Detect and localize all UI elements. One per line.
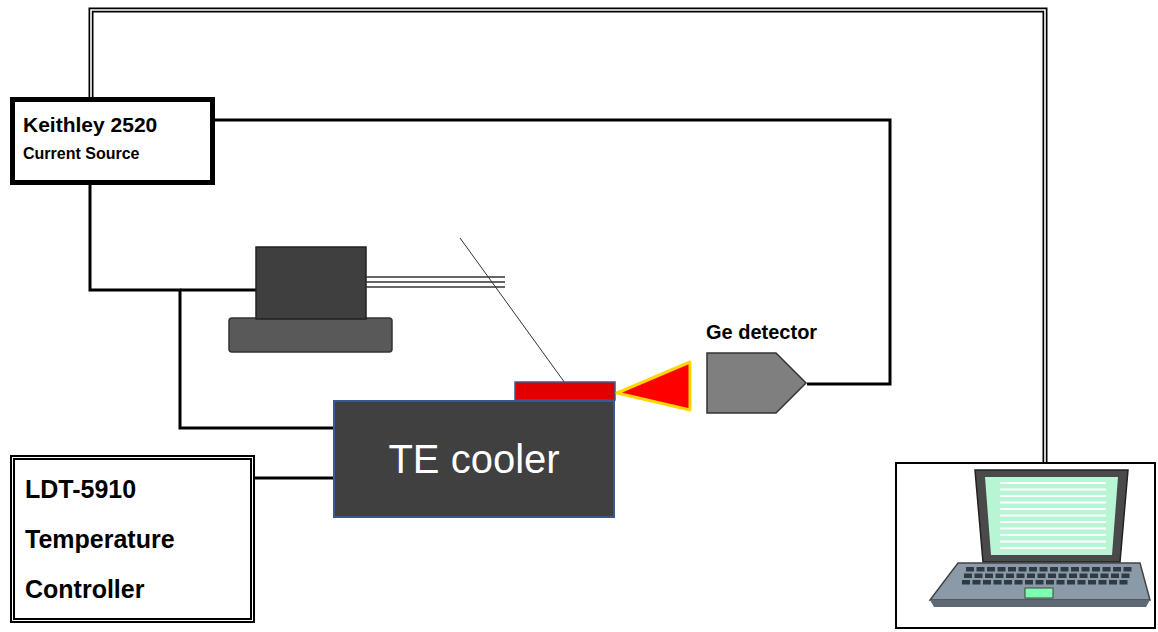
key — [1078, 580, 1086, 585]
screen-line — [1000, 547, 1106, 549]
key — [1004, 580, 1012, 585]
stage-base — [229, 318, 392, 352]
screen-line — [1000, 488, 1106, 490]
screen-line — [1000, 514, 1106, 516]
key — [1111, 574, 1119, 579]
key — [977, 567, 985, 572]
key — [1036, 580, 1044, 585]
key — [1017, 574, 1025, 579]
current-source-box: Keithley 2520Current Source — [10, 97, 215, 185]
laptop-screen — [985, 477, 1118, 555]
key — [996, 574, 1004, 579]
laser-beam — [617, 362, 690, 410]
node-label: Keithley 2520 — [23, 111, 202, 139]
node-label: Ge detector — [706, 320, 836, 344]
temperature-controller-box: LDT-5910 Temperature Controller — [10, 455, 255, 623]
key — [1122, 574, 1130, 579]
key — [1006, 574, 1014, 579]
screen-line — [1000, 521, 1106, 523]
laser-chip — [515, 382, 615, 400]
detector-body — [706, 352, 808, 416]
key — [994, 580, 1002, 585]
key — [1067, 580, 1075, 585]
node-label: LDT-5910 Temperature Controller — [25, 464, 240, 614]
key — [973, 580, 981, 585]
node-sublabel: Current Source — [23, 143, 202, 165]
screen-line — [1000, 495, 1106, 497]
key — [1101, 574, 1109, 579]
key — [1019, 567, 1027, 572]
text-wrap: TE cooler — [388, 435, 559, 483]
probe-arm — [366, 281, 505, 283]
detector: Ge detector — [706, 318, 836, 418]
key — [983, 580, 991, 585]
screen-lines — [1000, 483, 1106, 548]
key — [966, 567, 974, 572]
detector-shape — [707, 353, 806, 413]
screen-line — [1000, 527, 1106, 529]
laptop-base — [930, 563, 1150, 600]
screen-line — [1000, 540, 1106, 542]
key — [1025, 580, 1033, 585]
key — [1029, 567, 1037, 572]
key — [1069, 574, 1077, 579]
key — [1008, 567, 1016, 572]
key — [975, 574, 983, 579]
key — [1040, 567, 1048, 572]
probe-positioner — [256, 247, 366, 319]
probe-needle — [460, 238, 565, 383]
probe-arm — [366, 286, 505, 288]
data-cable — [91, 10, 1045, 462]
key — [1071, 567, 1079, 572]
screen-line — [1000, 534, 1106, 536]
key — [1103, 567, 1111, 572]
screen-line — [1000, 482, 1106, 484]
wire — [90, 185, 333, 428]
key — [1048, 574, 1056, 579]
key — [964, 574, 972, 579]
key — [1099, 580, 1107, 585]
key — [1015, 580, 1023, 585]
key — [1113, 567, 1121, 572]
screen-line — [1000, 501, 1106, 503]
key — [1038, 574, 1046, 579]
key — [1124, 567, 1132, 572]
wire — [215, 120, 890, 384]
key — [1027, 574, 1035, 579]
key — [1059, 574, 1067, 579]
laptop-edge — [930, 600, 1150, 607]
key — [998, 567, 1006, 572]
keyboard — [962, 567, 1132, 585]
wire — [255, 477, 333, 480]
touchpad — [1025, 588, 1053, 598]
key — [1088, 580, 1096, 585]
key — [1050, 567, 1058, 572]
key — [987, 567, 995, 572]
probe-wire — [180, 289, 256, 292]
key — [1080, 574, 1088, 579]
key — [1082, 567, 1090, 572]
node-label: TE cooler — [388, 435, 559, 483]
key — [1057, 580, 1065, 585]
key — [985, 574, 993, 579]
screen-line — [1000, 508, 1106, 510]
key — [1046, 580, 1054, 585]
probe-arm — [366, 276, 505, 278]
key — [1109, 580, 1117, 585]
key — [1120, 580, 1128, 585]
key — [1090, 574, 1098, 579]
data-cable-inner — [91, 10, 1045, 462]
key — [1092, 567, 1100, 572]
key — [962, 580, 970, 585]
computer-frame — [896, 463, 1155, 628]
laptop-lid — [975, 470, 1128, 562]
key — [1061, 567, 1069, 572]
te-cooler-box: TE cooler — [333, 400, 615, 518]
